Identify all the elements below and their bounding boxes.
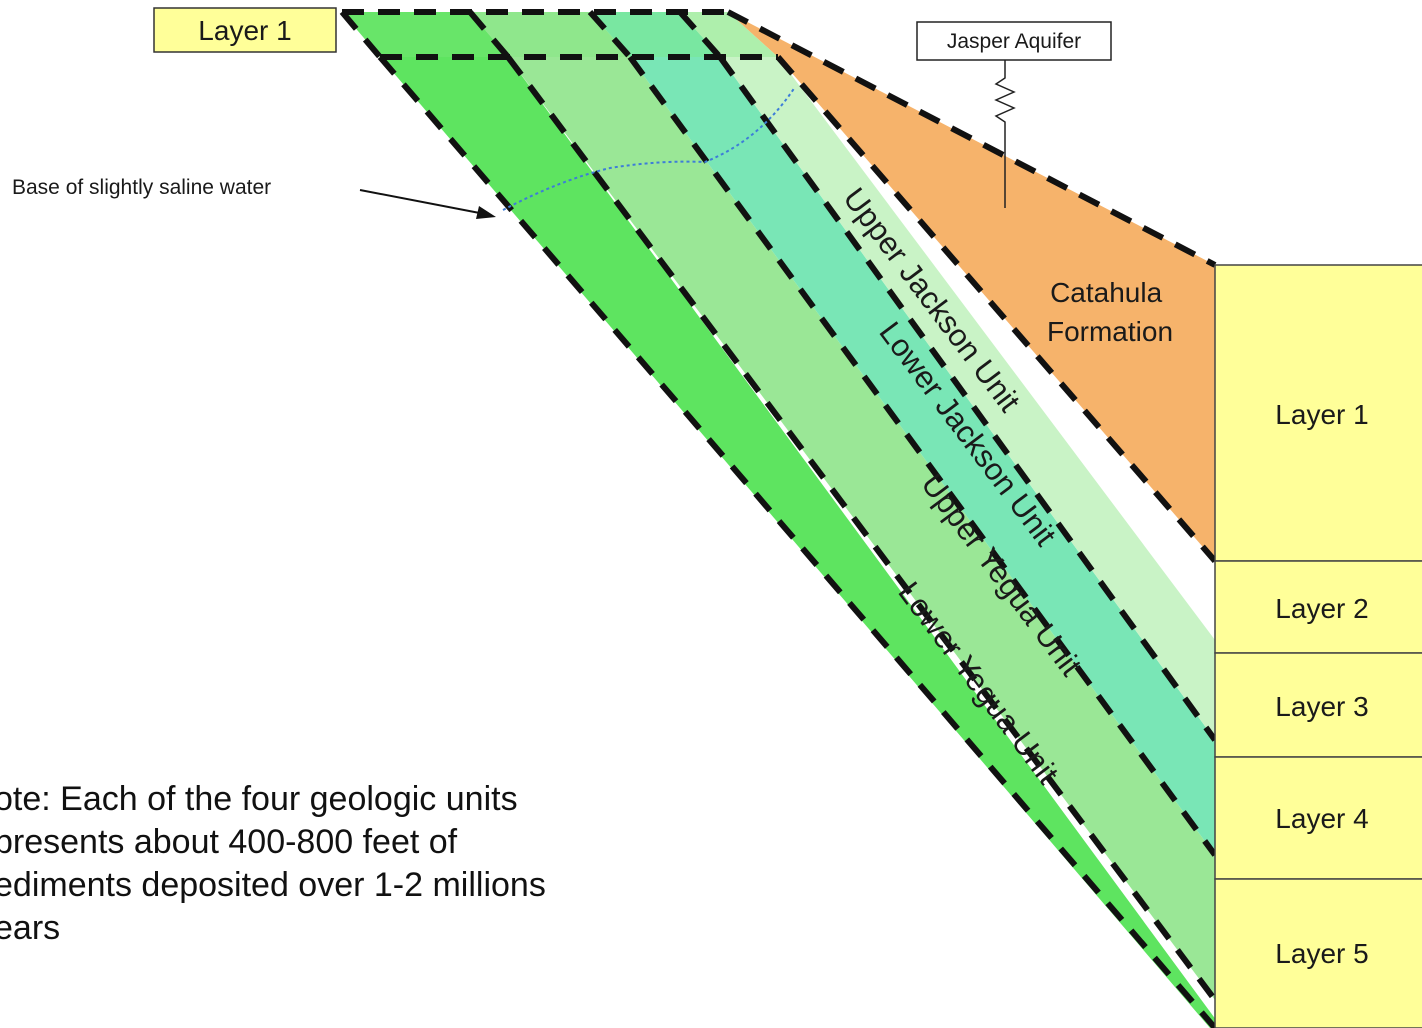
note-line-1: ote: Each of the four geologic units	[0, 780, 518, 818]
layer-box-3	[1214, 652, 1422, 758]
layer-label-5: Layer 5	[1275, 938, 1368, 969]
note-line-4: ears	[0, 909, 61, 947]
jackson-yegua-divider	[587, 10, 633, 59]
jasper-label: Jasper Aquifer	[947, 30, 1081, 53]
saline-arrow-head	[476, 206, 496, 219]
top-strip	[342, 12, 778, 57]
layer-label-3: Layer 3	[1275, 691, 1368, 722]
saline-label: Base of slightly saline water	[12, 176, 271, 199]
layer-label-1: Layer 1	[1275, 399, 1368, 430]
catahula-label: Catahula Formation	[1047, 277, 1173, 347]
layer-box-4	[1214, 756, 1422, 880]
note-line-3: ediments deposited over 1-2 millions	[0, 866, 546, 904]
catahula-label-line-1: Catahula	[1050, 277, 1163, 308]
jackson-divider-slope	[717, 55, 1218, 742]
dashed-boundaries	[339, 9, 1218, 1028]
catahula-top-boundary	[726, 9, 1217, 268]
saline-arrow-line	[359, 189, 491, 216]
note-text: ote: Each of the four geologic units pre…	[0, 778, 794, 950]
yegua-divider	[467, 10, 511, 59]
saline-water-line	[502, 86, 796, 211]
lower-yegua-base-boundary	[339, 10, 383, 59]
jackson-yegua-divider-slope	[627, 55, 1218, 857]
catahula-label-line-2: Formation	[1047, 316, 1173, 347]
layer-box-2	[1214, 560, 1422, 654]
top-layer-label: Layer 1	[198, 15, 291, 46]
catahula-formation-region	[728, 12, 1215, 561]
layer-column: Layer 1 Layer 2 Layer 3 Layer 4 Layer 5	[1214, 264, 1422, 1028]
jasper-box	[916, 21, 1112, 61]
note-line-2: presents about 400-800 feet of	[0, 823, 458, 861]
layer-box-5	[1214, 878, 1422, 1028]
yegua-divider-slope	[505, 55, 1218, 1002]
catahula-base-boundary	[775, 55, 1218, 563]
layer-label-2: Layer 2	[1275, 593, 1368, 624]
layer-label-4: Layer 4	[1275, 803, 1368, 834]
jackson-divider	[677, 10, 723, 59]
top-layer-box	[153, 7, 337, 53]
jasper-leader-line	[994, 60, 1016, 208]
